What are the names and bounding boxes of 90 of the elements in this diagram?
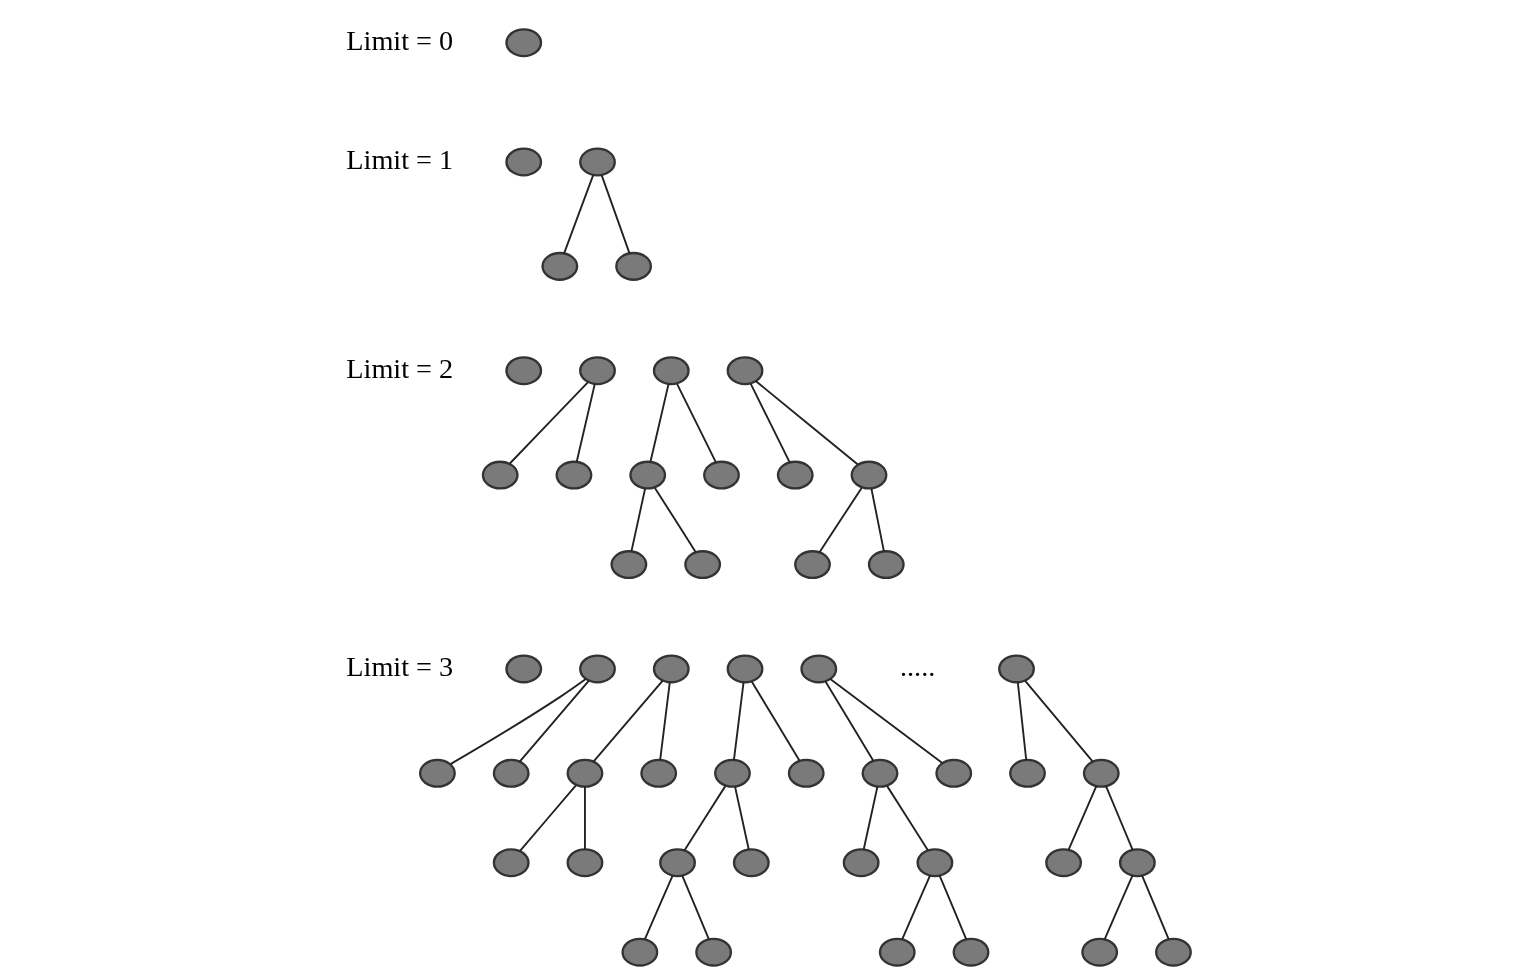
node-circle <box>713 758 751 788</box>
connector <box>1067 785 1097 851</box>
node-circle <box>555 460 592 490</box>
node-circle <box>504 654 542 684</box>
connector <box>828 678 943 765</box>
node-circle <box>504 28 542 58</box>
node-circle <box>1118 848 1156 878</box>
node-circle <box>620 937 658 967</box>
node-circle <box>842 848 880 878</box>
connector <box>938 874 967 940</box>
node-circle <box>492 758 530 788</box>
node-circle <box>997 654 1035 684</box>
connector <box>818 487 863 553</box>
connector <box>649 382 669 463</box>
connector <box>900 874 931 940</box>
node-circle <box>481 460 519 490</box>
connector <box>749 382 790 463</box>
connector <box>1016 681 1027 761</box>
connector <box>680 874 710 940</box>
connector <box>508 381 589 465</box>
connector <box>562 174 594 255</box>
connector <box>1103 874 1133 940</box>
node-circle <box>694 937 732 967</box>
node-circle <box>952 937 989 967</box>
node-circle <box>726 356 763 386</box>
node-circle <box>652 356 690 386</box>
node-circle <box>1044 848 1082 878</box>
connector <box>449 678 587 766</box>
connector <box>643 874 674 940</box>
node-circle <box>566 758 603 788</box>
node-circle <box>1008 758 1046 788</box>
node-circle <box>1080 937 1118 967</box>
node-circle <box>702 460 740 490</box>
node-circle <box>418 758 456 788</box>
node-circle <box>776 460 814 490</box>
node-circle <box>1082 758 1120 788</box>
label: ..... <box>899 650 935 682</box>
connector <box>754 380 859 466</box>
connector <box>869 487 885 553</box>
connector <box>675 382 717 463</box>
node-circle <box>628 460 666 490</box>
node-circle <box>578 147 616 177</box>
connector <box>823 680 874 762</box>
node-circle <box>614 251 652 281</box>
node-circle <box>540 251 578 281</box>
node-circle <box>850 460 887 490</box>
connector <box>885 785 929 852</box>
connector <box>1104 785 1133 851</box>
connector <box>653 487 697 553</box>
node-circle <box>504 147 542 177</box>
label: Limit = 3 <box>345 650 453 682</box>
connector <box>862 785 878 851</box>
connector <box>518 784 577 852</box>
label: Limit = 2 <box>345 352 453 384</box>
node-circle <box>732 848 770 878</box>
node-circle <box>787 758 825 788</box>
node-circle <box>578 356 616 386</box>
node-circle <box>566 848 603 878</box>
connector <box>575 382 596 463</box>
node-circle <box>658 848 696 878</box>
node-circle <box>578 654 616 684</box>
connector <box>658 681 671 761</box>
connector <box>683 785 726 852</box>
node-circle <box>609 550 647 580</box>
label: Limit = 1 <box>345 143 453 175</box>
connector <box>733 785 750 851</box>
node-circle <box>504 356 542 386</box>
node-circle <box>726 654 763 684</box>
node-circle <box>867 550 905 580</box>
node-circle <box>861 758 898 788</box>
node-circle <box>683 550 721 580</box>
node-circle <box>915 848 953 878</box>
connector <box>732 681 744 761</box>
connector <box>583 785 586 851</box>
connector <box>518 679 590 763</box>
connector <box>592 679 664 763</box>
node-circle <box>639 758 677 788</box>
node-circle <box>799 654 837 684</box>
connector <box>1023 679 1093 762</box>
connector <box>600 174 630 255</box>
connector <box>630 487 646 553</box>
node-circle <box>492 848 530 878</box>
node-circle <box>934 758 972 788</box>
label: Limit = 0 <box>345 24 453 56</box>
node-circle <box>878 937 916 967</box>
node-circle <box>652 654 690 684</box>
node-circle <box>1154 937 1192 967</box>
connector <box>1140 874 1170 940</box>
connector <box>750 680 800 762</box>
node-circle <box>793 550 831 580</box>
